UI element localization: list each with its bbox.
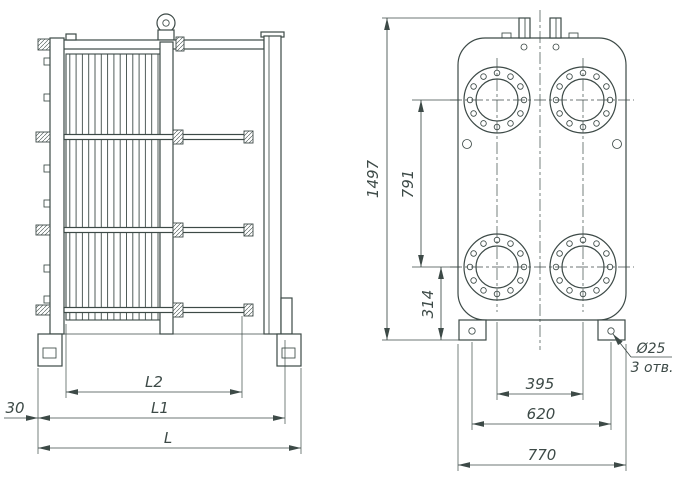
tie-rod bbox=[63, 133, 253, 141]
top-edge-tick bbox=[501, 32, 512, 39]
dim-label-791: 791 bbox=[399, 170, 417, 199]
tie-rod-left-nut bbox=[35, 131, 51, 143]
tie-rod-middle bbox=[35, 222, 254, 238]
front-right-foot bbox=[597, 319, 626, 341]
side-view-dimensions: L2 L1 30 L bbox=[4, 316, 302, 454]
pressure-plate bbox=[159, 41, 174, 335]
side-mounting-hole bbox=[612, 139, 622, 149]
tie-rod-end-nut bbox=[243, 303, 254, 317]
lifting-eye bbox=[156, 13, 176, 33]
tie-rod-end-nut bbox=[243, 223, 254, 237]
front-view-dimensions: 1497 791 314 395 620 770 Ø25 3 отв. bbox=[364, 17, 674, 471]
bar-right-nut bbox=[175, 36, 185, 52]
tie-rod-left-nut bbox=[35, 224, 51, 236]
tie-rod-upper bbox=[35, 129, 254, 145]
right-foot-slot bbox=[281, 347, 296, 359]
bar-bracket bbox=[65, 33, 77, 41]
hole-count-label: 3 отв. bbox=[631, 360, 674, 376]
tie-rod-nut bbox=[172, 222, 184, 238]
dim-label-620: 620 bbox=[527, 405, 556, 423]
bar-left-nut bbox=[37, 38, 51, 51]
lifting-eye-hole bbox=[162, 19, 170, 27]
top-edge-tick bbox=[568, 32, 579, 39]
tie-rod-nut bbox=[172, 302, 184, 318]
dim-label-395: 395 bbox=[526, 375, 555, 393]
side-mounting-hole bbox=[462, 139, 472, 149]
plate-pack bbox=[65, 53, 161, 321]
hole-diameter-label: Ø25 bbox=[636, 341, 666, 357]
right-foot bbox=[276, 333, 302, 367]
left-foot-slot bbox=[42, 347, 57, 359]
lifting-lug-left bbox=[518, 17, 531, 39]
lug-bolt-hole bbox=[552, 43, 560, 51]
support-column bbox=[263, 35, 282, 335]
tie-rod-left-nut bbox=[35, 304, 51, 316]
front-view bbox=[450, 10, 634, 350]
lifting-lug-right bbox=[549, 17, 562, 39]
foot-anchor-hole bbox=[607, 327, 615, 335]
side-view bbox=[35, 13, 302, 367]
dim-label-l: L bbox=[164, 429, 172, 447]
tie-rod-lower bbox=[35, 302, 254, 318]
dim-label-l1: L1 bbox=[151, 399, 169, 417]
tie-rod-nut bbox=[172, 129, 184, 145]
dim-label-1497: 1497 bbox=[364, 159, 382, 198]
lug-bolt-hole bbox=[520, 43, 528, 51]
column-bracket bbox=[280, 297, 293, 335]
frame-plate-outline bbox=[457, 37, 627, 321]
lifting-eye-base bbox=[157, 29, 175, 41]
foot-anchor-hole bbox=[468, 327, 476, 335]
leader-line bbox=[612, 333, 632, 358]
front-left-foot bbox=[458, 319, 487, 341]
dim-label-314: 314 bbox=[419, 290, 437, 319]
tie-rod-end-nut bbox=[243, 130, 254, 144]
tie-rod bbox=[63, 226, 253, 234]
frame-plate-lugs bbox=[43, 57, 51, 304]
dim-label-l2: L2 bbox=[145, 373, 163, 391]
dim-label-770: 770 bbox=[528, 446, 557, 464]
fixed-frame-plate bbox=[49, 37, 65, 335]
tie-rod bbox=[63, 306, 253, 314]
dim-label-30: 30 bbox=[5, 399, 24, 417]
left-foot bbox=[37, 333, 63, 367]
carrying-bar bbox=[49, 39, 265, 50]
